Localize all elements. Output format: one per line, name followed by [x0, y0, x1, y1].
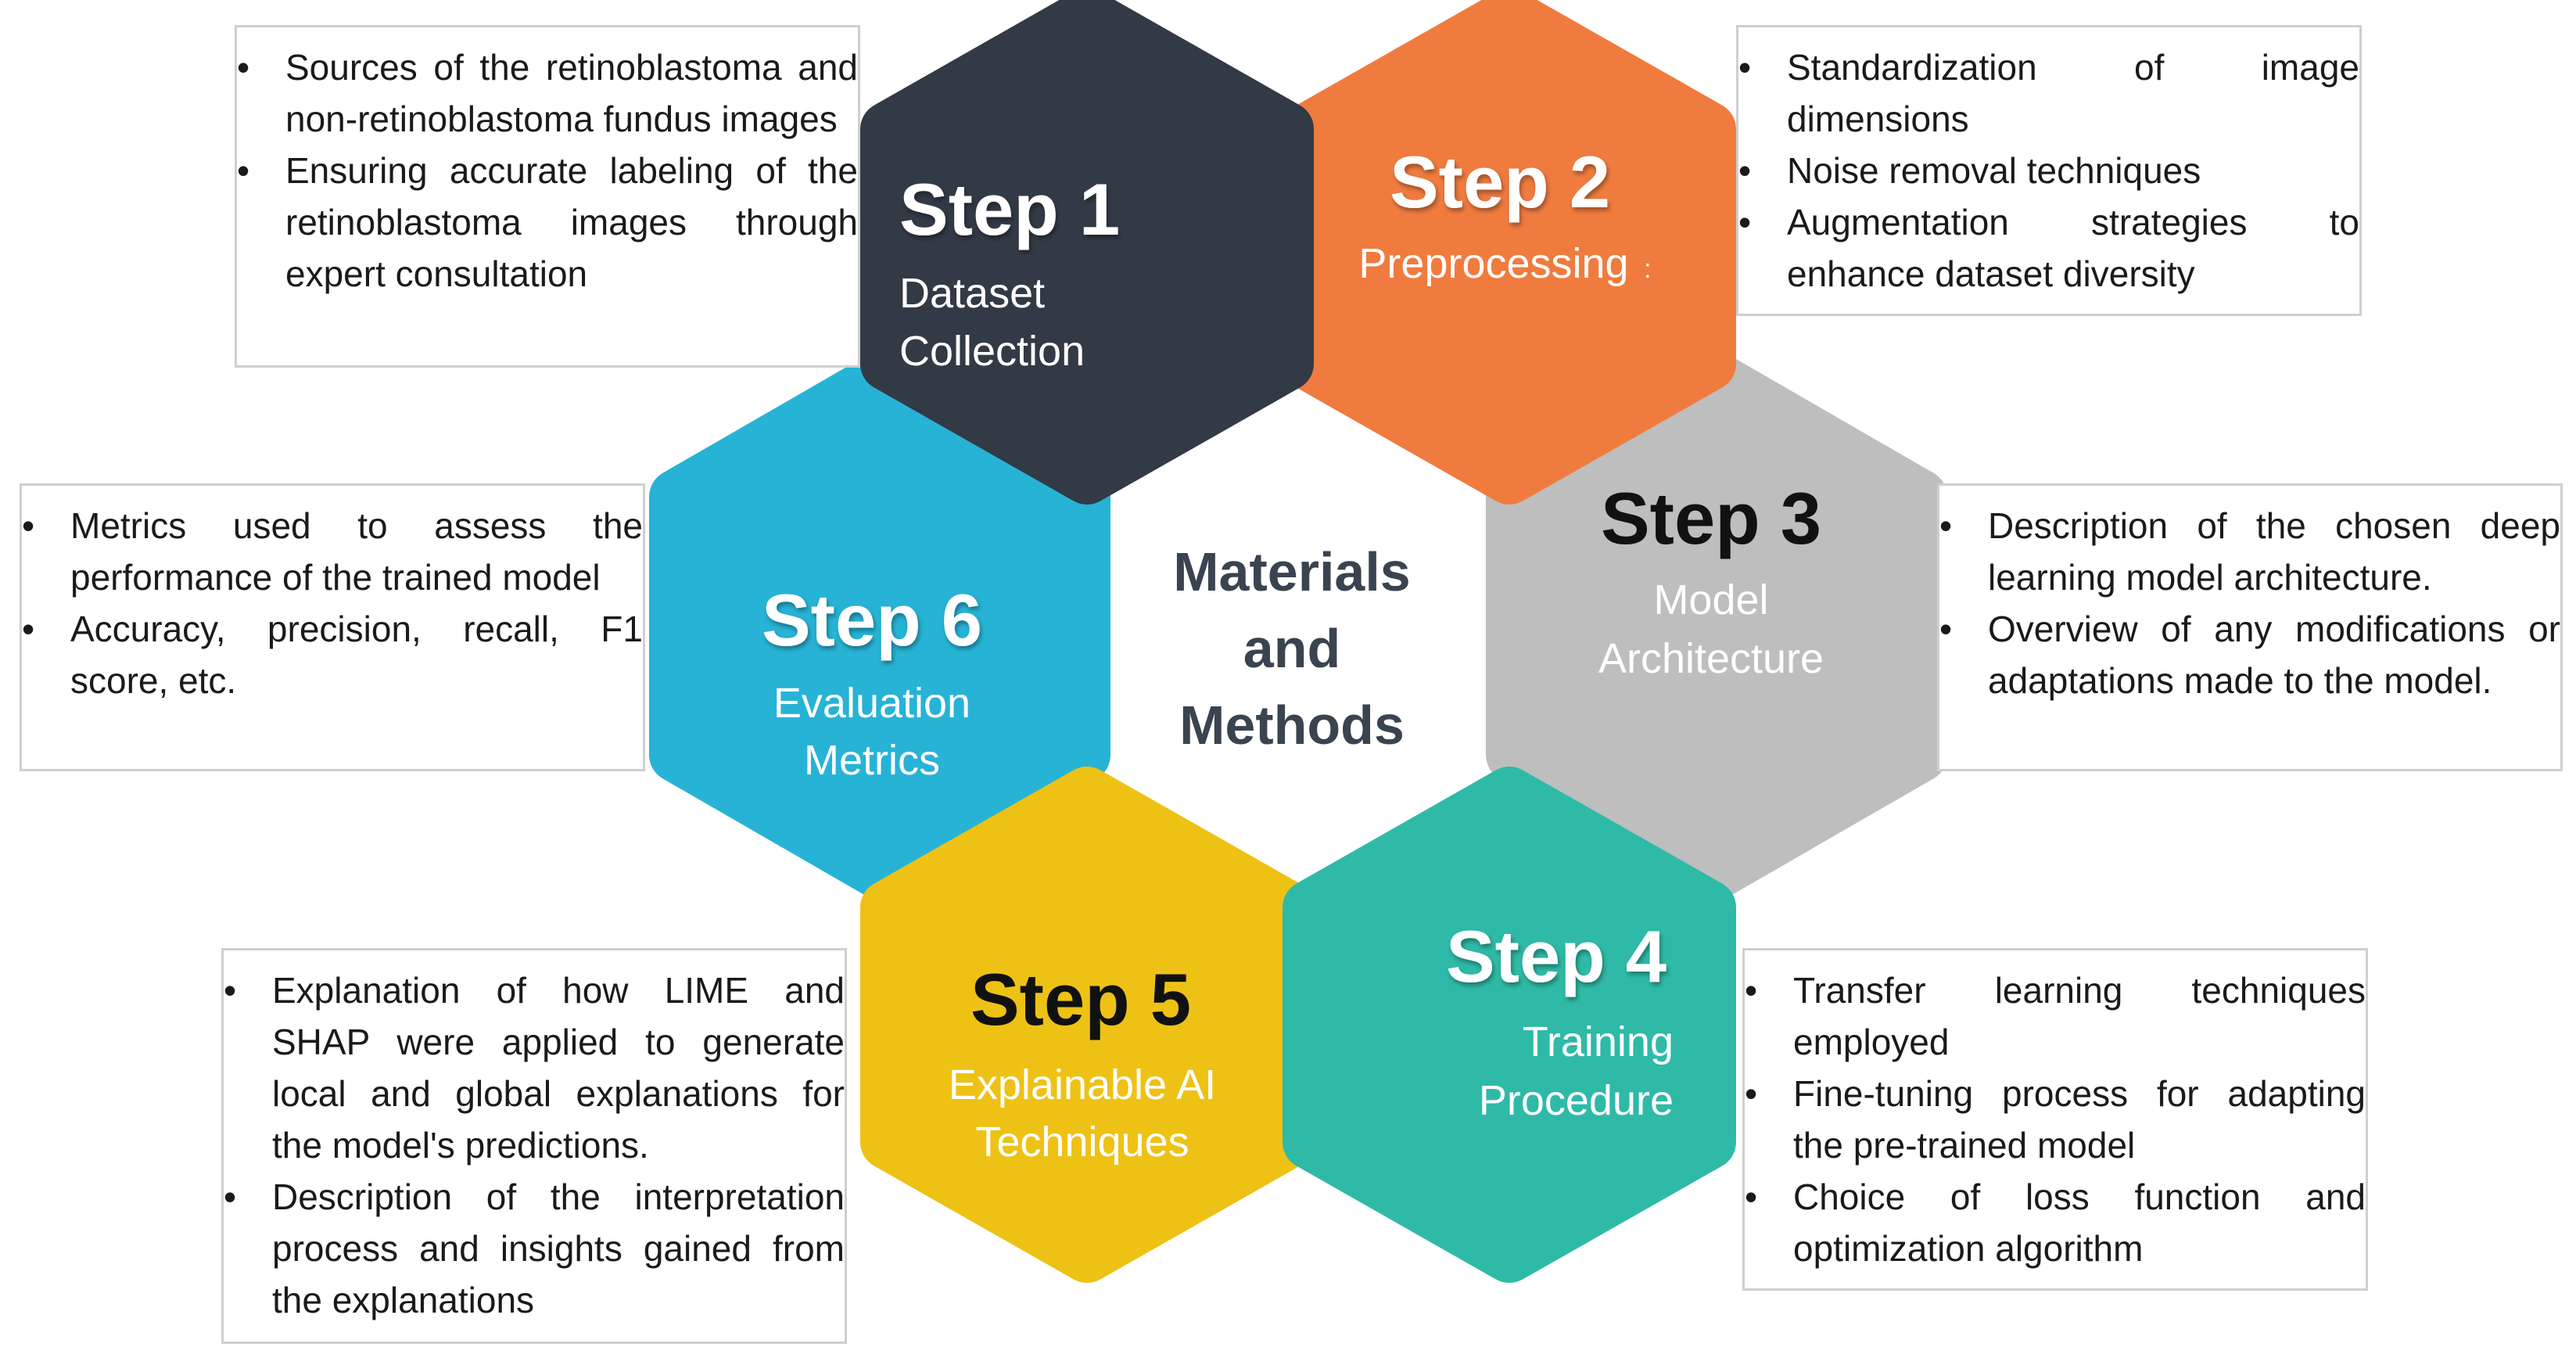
step1-subtitle-line2: Collection	[899, 328, 1085, 375]
step3-bullet: Overview of any modifications or adaptat…	[1939, 603, 2560, 706]
step5-subtitle-line2: Techniques	[975, 1119, 1189, 1166]
center-title-line3: Methods	[1179, 695, 1405, 756]
step2-bullet: Noise removal techniques	[1738, 145, 2359, 196]
step2-bullet: Standardization of image dimensions	[1738, 41, 2359, 145]
step6-bullet: Accuracy, precision, recall, F1 score, e…	[22, 603, 643, 706]
step6-subtitle-line2: Metrics	[804, 737, 940, 784]
step5-description-box: Explanation of how LIME and SHAP were ap…	[221, 948, 847, 1344]
step4-bullet: Transfer learning techniques employed	[1745, 964, 2366, 1068]
step3-bullet: Description of the chosen deep learning …	[1939, 500, 2560, 603]
step4-subtitle-line2: Procedure	[1479, 1077, 1674, 1124]
step4-bullet: Fine-tuning process for adapting the pre…	[1745, 1068, 2366, 1171]
step2-bullet: Augmentation strategies to enhance datas…	[1738, 196, 2359, 300]
step1-piece	[860, 0, 1314, 505]
center-title-line2: and	[1243, 618, 1340, 679]
step5-bullet: Explanation of how LIME and SHAP were ap…	[224, 964, 845, 1171]
step2-heading: Step 2	[1390, 141, 1610, 223]
step1-heading: Step 1	[899, 168, 1120, 250]
step6-description-box: Metrics used to assess the performance o…	[20, 483, 645, 771]
step3-subtitle-line2: Architecture	[1598, 635, 1824, 682]
step2-subtitle-line2: :	[1644, 254, 1651, 284]
step3-heading: Step 3	[1601, 477, 1821, 559]
step5-bullet: Description of the interpretation proces…	[224, 1171, 845, 1326]
step2-description-box: Standardization of image dimensions Nois…	[1736, 25, 2362, 316]
step3-description-box: Description of the chosen deep learning …	[1937, 483, 2563, 771]
step1-subtitle-line1: Dataset	[899, 270, 1045, 317]
step3-subtitle-line1: Model	[1653, 577, 1768, 623]
step1-description-box: Sources of the retinoblastoma and non-re…	[235, 25, 860, 368]
step6-subtitle-line1: Evaluation	[773, 680, 970, 727]
center-title-line1: Materials	[1173, 541, 1410, 602]
step1-bullet: Sources of the retinoblastoma and non-re…	[237, 41, 858, 145]
step5-subtitle-line1: Explainable AI	[949, 1061, 1216, 1108]
step4-description-box: Transfer learning techniques employed Fi…	[1742, 948, 2368, 1291]
step2-subtitle-line1: Preprocessing	[1358, 240, 1628, 287]
step4-piece	[1283, 767, 1736, 1283]
step4-subtitle-line1: Training	[1523, 1018, 1674, 1065]
step4-heading: Step 4	[1446, 915, 1667, 997]
step1-bullet: Ensuring accurate labeling of the retino…	[237, 145, 858, 300]
step5-heading: Step 5	[970, 958, 1191, 1040]
step6-bullet: Metrics used to assess the performance o…	[22, 500, 643, 603]
step4-bullet: Choice of loss function and optimization…	[1745, 1171, 2366, 1274]
step6-heading: Step 6	[762, 579, 982, 661]
